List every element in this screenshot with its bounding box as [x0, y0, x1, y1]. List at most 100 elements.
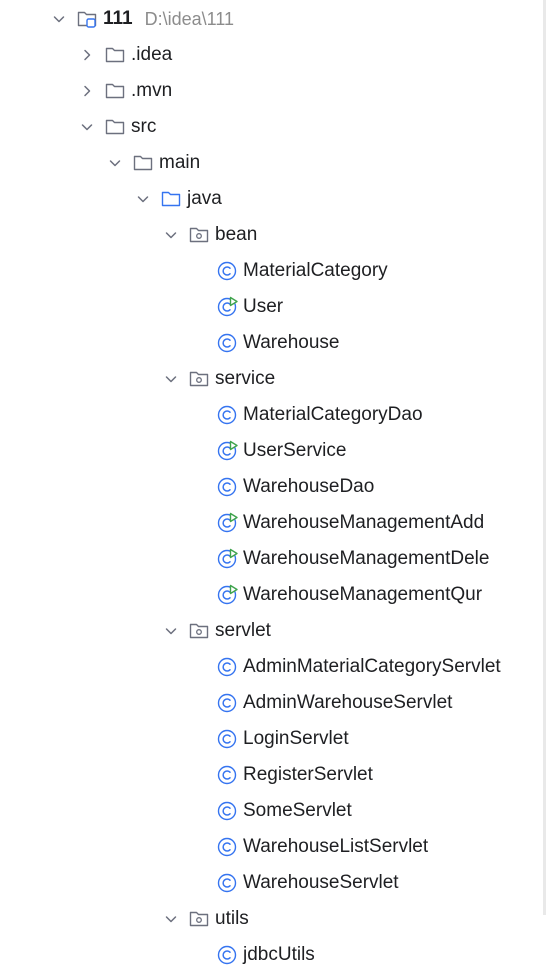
tree-row[interactable]: MaterialCategoryDao [0, 397, 540, 433]
tree-item-label: WarehouseDao [243, 476, 375, 497]
module-folder-icon [76, 8, 98, 30]
tree-row[interactable]: MaterialCategory [0, 253, 540, 289]
tree-row[interactable]: utils [0, 901, 540, 937]
runnable-class-icon [216, 296, 238, 318]
tree-row[interactable]: RegisterServlet [0, 757, 540, 793]
chevron-down-icon[interactable] [163, 623, 179, 639]
tree-row[interactable]: Warehouse [0, 325, 540, 361]
chevron-down-icon[interactable] [107, 155, 123, 171]
chevron-spacer [191, 299, 207, 315]
class-icon [216, 476, 238, 498]
chevron-spacer [191, 479, 207, 495]
tree-item-label: User [243, 296, 284, 317]
tree-row[interactable]: WarehouseListServlet [0, 829, 540, 865]
tree-row[interactable]: service [0, 361, 540, 397]
tree-item-label: RegisterServlet [243, 764, 373, 785]
class-icon [216, 944, 238, 966]
chevron-spacer [191, 803, 207, 819]
chevron-down-icon[interactable] [79, 119, 95, 135]
class-icon [216, 404, 238, 426]
tree-item-label: MaterialCategory [243, 260, 388, 281]
tree-row[interactable]: java [0, 181, 540, 217]
tree-row[interactable]: servlet [0, 613, 540, 649]
package-icon [188, 908, 210, 930]
tree-item-label: WarehouseManagementQur [243, 584, 483, 605]
tree-item-label: SomeServlet [243, 800, 352, 821]
chevron-right-icon[interactable] [79, 83, 95, 99]
chevron-spacer [191, 335, 207, 351]
tree-row[interactable]: AdminWarehouseServlet [0, 685, 540, 721]
tree-row[interactable]: WarehouseManagementDele [0, 541, 540, 577]
tree-item-label: jdbcUtils [243, 944, 315, 965]
class-icon [216, 692, 238, 714]
tree-item-label: java [187, 188, 222, 209]
chevron-down-icon[interactable] [163, 227, 179, 243]
tree-row[interactable]: WarehouseManagementAdd [0, 505, 540, 541]
tree-row[interactable]: UserService [0, 433, 540, 469]
chevron-spacer [191, 443, 207, 459]
class-icon [216, 764, 238, 786]
tree-row[interactable]: WarehouseDao [0, 469, 540, 505]
vertical-scrollbar[interactable] [540, 0, 547, 915]
chevron-spacer [191, 551, 207, 567]
runnable-class-icon [216, 584, 238, 606]
project-path: D:\idea\111 [144, 8, 235, 29]
tree-item-label: AdminMaterialCategoryServlet [243, 656, 501, 677]
tree-row[interactable]: SomeServlet [0, 793, 540, 829]
class-icon [216, 332, 238, 354]
scrollbar-thumb[interactable] [543, 0, 546, 915]
folder-icon [104, 44, 126, 66]
tree-item-label: main [159, 152, 201, 173]
tree-row[interactable]: jdbcUtils [0, 937, 540, 970]
folder-icon [104, 80, 126, 102]
class-icon [216, 800, 238, 822]
chevron-spacer [191, 407, 207, 423]
tree-item-label: WarehouseManagementAdd [243, 512, 485, 533]
tree-item-label: WarehouseListServlet [243, 836, 429, 857]
tree-row[interactable]: LoginServlet [0, 721, 540, 757]
chevron-spacer [191, 875, 207, 891]
runnable-class-icon [216, 548, 238, 570]
tree-item-label: .mvn [131, 80, 173, 101]
package-icon [188, 368, 210, 390]
tree-row[interactable]: User [0, 289, 540, 325]
chevron-down-icon[interactable] [51, 11, 67, 27]
tree-item-label: Warehouse [243, 332, 340, 353]
tree-item-label: WarehouseManagementDele [243, 548, 490, 569]
tree-row[interactable]: .idea [0, 37, 540, 73]
tree-row[interactable]: bean [0, 217, 540, 253]
tree-item-label: service [215, 368, 276, 389]
chevron-down-icon[interactable] [163, 371, 179, 387]
tree-row[interactable]: 111 D:\idea\111 [0, 1, 540, 37]
tree-row[interactable]: WarehouseManagementQur [0, 577, 540, 613]
tree-item-label: UserService [243, 440, 347, 461]
tree-item-label: .idea [131, 44, 173, 65]
tree-row[interactable]: AdminMaterialCategoryServlet [0, 649, 540, 685]
tree-item-label: servlet [215, 620, 271, 641]
chevron-spacer [191, 515, 207, 531]
tree-item-label: src [131, 116, 157, 137]
tree-item-label: MaterialCategoryDao [243, 404, 423, 425]
package-icon [188, 224, 210, 246]
folder-icon [132, 152, 154, 174]
runnable-class-icon [216, 440, 238, 462]
tree-row[interactable]: main [0, 145, 540, 181]
tree-row[interactable]: src [0, 109, 540, 145]
class-icon [216, 728, 238, 750]
chevron-spacer [191, 659, 207, 675]
class-icon [216, 656, 238, 678]
chevron-spacer [191, 587, 207, 603]
chevron-right-icon[interactable] [79, 47, 95, 63]
chevron-down-icon[interactable] [163, 911, 179, 927]
class-icon [216, 260, 238, 282]
tree-item-label: LoginServlet [243, 728, 349, 749]
package-icon [188, 620, 210, 642]
tree-row[interactable]: WarehouseServlet [0, 865, 540, 901]
tree-row[interactable]: .mvn [0, 73, 540, 109]
tree-item-label: 111 [103, 8, 133, 29]
class-icon [216, 836, 238, 858]
tree-item-label: AdminWarehouseServlet [243, 692, 453, 713]
chevron-down-icon[interactable] [135, 191, 151, 207]
folder-icon [104, 116, 126, 138]
